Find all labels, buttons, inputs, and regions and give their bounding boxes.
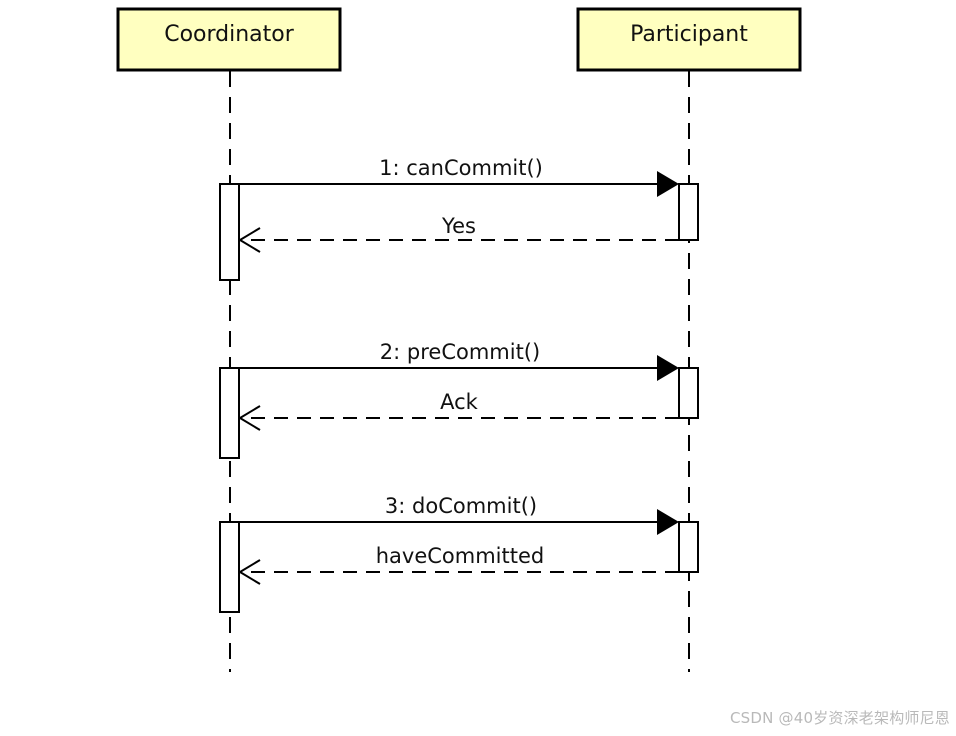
coordinator-header: Coordinator: [116, 7, 342, 72]
open-arrowhead-icon: [238, 227, 261, 253]
coordinator-title: Coordinator: [164, 22, 295, 47]
reply-yes: Yes: [238, 214, 679, 253]
message-label: 1: canCommit(): [379, 156, 543, 180]
reply-label: Ack: [440, 390, 479, 414]
filled-arrowhead-icon: [657, 509, 679, 535]
open-arrowhead-icon: [238, 559, 261, 585]
coordinator-activation-2: [219, 367, 240, 459]
csdn-watermark: CSDN @40岁资深老架构师尼恩: [729, 709, 950, 727]
reply-label: haveCommitted: [376, 544, 545, 568]
participant-activation-3: [678, 521, 699, 573]
participant-box: [576, 7, 802, 72]
participant-activation-2: [678, 367, 699, 419]
coordinator-activation-1: [219, 183, 240, 281]
participant-header: Participant: [576, 7, 802, 72]
message-docommit: 3: doCommit(): [239, 494, 679, 535]
filled-arrowhead-icon: [657, 171, 679, 197]
filled-arrowhead-icon: [657, 355, 679, 381]
coordinator-box: [116, 7, 342, 72]
reply-havecommitted: haveCommitted: [238, 544, 679, 585]
message-label: 3: doCommit(): [385, 494, 537, 518]
open-arrowhead-icon: [238, 405, 261, 431]
coordinator-activation-3: [219, 521, 240, 613]
message-label: 2: preCommit(): [380, 340, 540, 364]
reply-ack: Ack: [238, 390, 679, 431]
message-cancommit: 1: canCommit(): [239, 156, 679, 197]
reply-label: Yes: [441, 214, 476, 238]
message-precommit: 2: preCommit(): [239, 340, 679, 381]
participant-title: Participant: [630, 22, 748, 47]
participant-activation-1: [678, 183, 699, 241]
